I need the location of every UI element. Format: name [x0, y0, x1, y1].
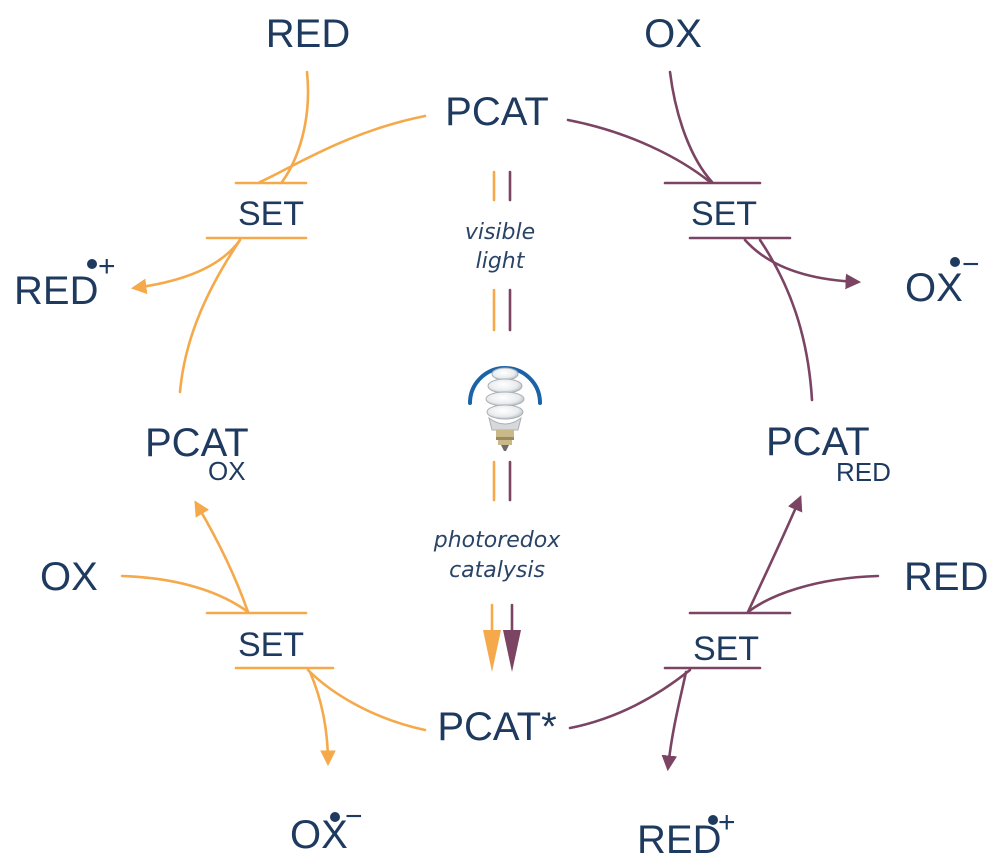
left-cycle: RED SET RED + PCAT OX OX SET OX −	[14, 12, 427, 857]
right-intermediate-label: PCAT	[766, 420, 870, 464]
left-ox-in-curve	[120, 574, 250, 614]
left-arc-set-to-pcat-ox	[178, 238, 242, 394]
right-bottom-set-label: SET	[693, 630, 759, 668]
center-axis: PCAT visible light photoredox catalysis	[433, 90, 561, 749]
right-ox-radical-out-arrow	[743, 238, 862, 290]
left-red-in-curve	[280, 70, 310, 184]
left-intermediate-label: PCAT	[145, 421, 249, 465]
right-bottom-product-label: RED	[637, 818, 721, 861]
left-ox-radical-out-arrow	[308, 670, 336, 767]
right-bottom-reagent: RED	[904, 555, 988, 599]
radical-dot-icon	[330, 812, 340, 822]
left-top-product-label: RED	[14, 269, 98, 313]
right-cycle: OX SET OX − PCAT RED RED SET RED +	[566, 12, 988, 861]
right-top-set-label: SET	[691, 195, 757, 233]
excitation-purple-arrowhead	[503, 630, 521, 672]
right-arc-set-to-pcat-red-arrow	[746, 495, 803, 614]
left-top-reagent: RED	[266, 12, 350, 56]
left-top-set-label: SET	[238, 195, 304, 233]
radical-dot-icon	[87, 259, 97, 269]
right-ox-in-curve	[668, 70, 714, 184]
left-arc-pcat-to-set	[258, 114, 427, 184]
right-red-in-curve	[746, 574, 880, 614]
left-arc-pcat-star-to-set	[306, 668, 427, 732]
left-arc-set-to-pcat-ox-arrow	[194, 500, 250, 614]
left-bottom-set-label: SET	[238, 626, 304, 664]
excited-catalyst-label: PCAT*	[437, 705, 556, 749]
excitation-orange-arrowhead	[483, 630, 501, 672]
visible-light-label-2: light	[476, 249, 526, 274]
right-intermediate-subscript: RED	[836, 457, 891, 487]
radical-dot-icon	[950, 257, 960, 267]
cfl-bulb-icon	[468, 366, 542, 451]
left-bottom-product-charge: −	[345, 800, 363, 833]
right-red-radical-out-arrow	[661, 670, 688, 772]
left-bottom-reagent: OX	[40, 555, 98, 599]
visible-light-label-1: visible	[465, 220, 535, 245]
left-red-radical-out-arrow	[130, 238, 242, 295]
right-arc-pcat-star-to-set	[568, 668, 692, 730]
photoredox-label-1: photoredox	[433, 528, 561, 553]
photoredox-label-2: catalysis	[449, 558, 545, 583]
right-top-product-charge: −	[962, 248, 980, 281]
right-arc-set-to-pcat-red	[758, 238, 814, 402]
right-arc-pcat-to-set	[566, 118, 712, 184]
right-top-reagent: OX	[644, 12, 702, 56]
radical-dot-icon	[708, 815, 718, 825]
left-intermediate-subscript: OX	[208, 456, 246, 486]
right-top-product-label: OX	[905, 266, 963, 310]
right-bottom-product-charge: +	[718, 806, 736, 839]
catalyst-label: PCAT	[445, 90, 549, 134]
left-top-product-charge: +	[98, 250, 116, 283]
